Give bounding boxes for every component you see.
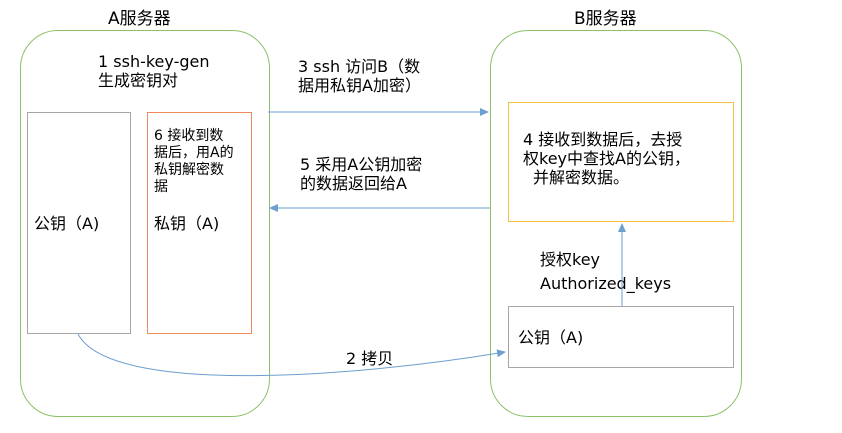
step-3-line-2: 据用私钥A加密）	[298, 76, 421, 95]
step-5-line-1: 5 采用A公钥加密	[300, 155, 423, 174]
step-4-line-3: 并解密数据。	[533, 168, 630, 187]
authorized-keys-line-1: 授权key	[540, 250, 601, 269]
step-1-line-2: 生成密钥对	[98, 71, 179, 90]
step-3-line-1: 3 ssh 访问B（数	[298, 57, 421, 76]
step-4-line-1: 4 接收到数据后，去授	[523, 130, 683, 149]
step-6-text: 6 接收到数 据后，用A的 私钥解密数 据	[154, 128, 234, 196]
step-6-line-2: 据后，用A的	[154, 145, 234, 161]
server-b	[490, 30, 742, 417]
step-4-line-2: 权key中查找A的公钥，	[523, 149, 690, 168]
step-3-text: 3 ssh 访问B（数 据用私钥A加密）	[298, 57, 421, 95]
step-1-text: 1 ssh-key-gen 生成密钥对	[98, 52, 210, 90]
step-4-text: 4 接收到数据后，去授 权key中查找A的公钥， 并解密数据。	[523, 130, 690, 187]
step-6-line-1: 6 接收到数	[154, 128, 224, 144]
step-5-text: 5 采用A公钥加密 的数据返回给A	[300, 155, 422, 193]
authorized-keys-line-2: Authorized_keys	[540, 274, 672, 293]
step-2-label: 2 拷贝	[346, 349, 394, 368]
private-key-box: 6 接收到数 据后，用A的 私钥解密数 据 私钥（A)	[147, 112, 252, 334]
arrow-copy-curve	[77, 333, 506, 377]
step-6-line-3: 私钥解密数	[154, 162, 224, 178]
server-a-title: A服务器	[108, 9, 171, 29]
step-1-line-1: 1 ssh-key-gen	[98, 52, 210, 71]
public-key-b-box: 公钥（A)	[508, 306, 734, 368]
step-5-line-2: 的数据返回给A	[300, 174, 407, 193]
server-a	[20, 30, 270, 417]
authorized-keys-text: 授权key Authorized_keys	[540, 248, 671, 296]
step-4-box: 4 接收到数据后，去授 权key中查找A的公钥， 并解密数据。	[508, 102, 734, 222]
public-key-a-box: 公钥（A)	[27, 112, 131, 334]
public-key-b-label: 公钥（A)	[518, 328, 584, 347]
public-key-a-label: 公钥（A)	[34, 214, 100, 233]
step-6-line-4: 据	[154, 179, 168, 195]
private-key-label: 私钥（A)	[154, 214, 220, 233]
server-b-title: B服务器	[574, 9, 637, 29]
